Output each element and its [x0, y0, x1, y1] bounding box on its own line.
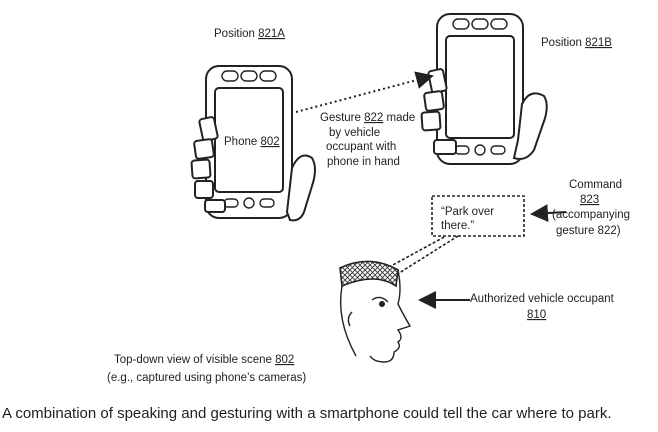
svg-text:“Park over: “Park over — [441, 206, 494, 218]
thumb-right-b — [512, 92, 548, 160]
svg-text:(e.g., captured using phone’s: (e.g., captured using phone’s cameras) — [107, 372, 306, 384]
command-arrow — [530, 204, 567, 223]
svg-text:Authorized vehicle occupant: Authorized vehicle occupant — [470, 293, 615, 305]
speech-bubble — [379, 195, 525, 281]
svg-text:by vehicle: by vehicle — [329, 127, 380, 139]
occupant-head — [339, 260, 412, 363]
thumb-right — [285, 154, 316, 222]
svg-text:810: 810 — [527, 309, 546, 321]
svg-text:Top-down view of visible scene: Top-down view of visible scene 802 — [114, 354, 294, 366]
label-gesture: Gesture 822 made by vehicle occupant wit… — [320, 112, 415, 168]
label-position-b: Position 821B — [541, 37, 612, 49]
gesture-arrow — [295, 71, 434, 113]
label-position-a: Position 821A — [214, 28, 285, 40]
fingers-left-hand — [190, 116, 226, 213]
svg-text:there.”: there.” — [441, 220, 474, 232]
label-scene: Top-down view of visible scene 802 (e.g.… — [107, 354, 306, 384]
svg-text:phone in hand: phone in hand — [327, 156, 400, 168]
figure-caption: A combination of speaking and gesturing … — [2, 405, 612, 422]
phone-position-a — [190, 65, 316, 222]
label-phone: Phone 802 — [224, 136, 280, 148]
svg-text:823: 823 — [580, 194, 599, 206]
label-speech: “Park over there.” — [441, 206, 494, 232]
svg-text:occupant with: occupant with — [326, 141, 396, 153]
svg-text:Command: Command — [569, 179, 622, 191]
label-occupant: Authorized vehicle occupant 810 — [470, 293, 615, 321]
svg-text:Gesture 822 made: Gesture 822 made — [320, 112, 415, 124]
svg-text:gesture 822): gesture 822) — [556, 225, 621, 237]
svg-text:(accompanying: (accompanying — [552, 209, 630, 221]
phone-position-b — [420, 13, 548, 165]
label-command: Command 823 (accompanying gesture 822) — [552, 179, 630, 237]
